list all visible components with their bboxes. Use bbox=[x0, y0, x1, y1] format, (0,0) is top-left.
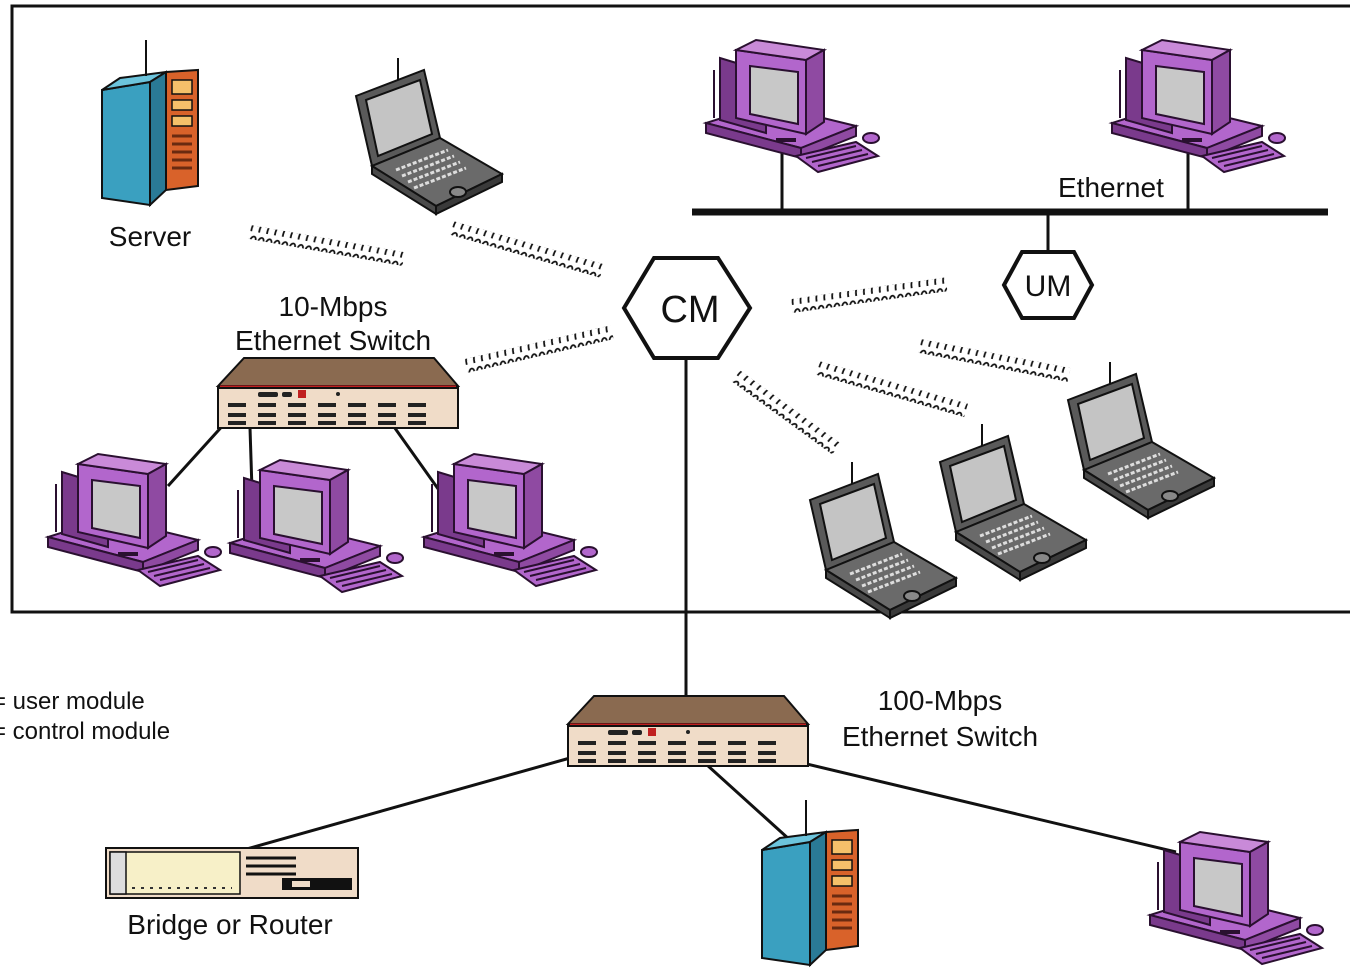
switch100-label-line1: 100-Mbps bbox=[878, 685, 1003, 716]
laptop-icon bbox=[1066, 360, 1216, 520]
desktop-pc-icon bbox=[423, 453, 598, 587]
laptop-icon bbox=[354, 56, 504, 216]
legend-um: = user module bbox=[0, 688, 145, 715]
server-label: Server bbox=[109, 221, 191, 252]
desktop-pc-icon bbox=[47, 453, 222, 587]
legend-cm: = control module bbox=[0, 718, 170, 745]
desktop-pc-icon bbox=[1111, 39, 1286, 173]
ethernet-label: Ethernet bbox=[1058, 172, 1164, 203]
bridge-router-label: Bridge or Router bbox=[127, 909, 332, 940]
user-module-node bbox=[1001, 250, 1095, 320]
switch10-label-line2: Ethernet Switch bbox=[235, 325, 431, 356]
control-module-node bbox=[621, 256, 753, 360]
router-icon bbox=[105, 847, 359, 899]
desktop-pc-icon bbox=[705, 39, 880, 173]
laptop-icon bbox=[938, 422, 1088, 582]
switch10-label-line1: 10-Mbps bbox=[279, 291, 388, 322]
switch100-label-line2: Ethernet Switch bbox=[842, 721, 1038, 752]
network-boundary bbox=[10, 4, 1350, 614]
um-label: UM bbox=[1025, 270, 1072, 303]
ethernet-switch-icon bbox=[216, 356, 460, 430]
ethernet-switch-icon bbox=[566, 694, 810, 768]
wireless-links bbox=[248, 221, 1071, 455]
desktop-pc-icon bbox=[229, 459, 404, 593]
cm-label: CM bbox=[660, 289, 719, 331]
laptop-icon bbox=[808, 460, 958, 620]
server-icon bbox=[760, 798, 860, 967]
server-icon bbox=[100, 38, 200, 207]
